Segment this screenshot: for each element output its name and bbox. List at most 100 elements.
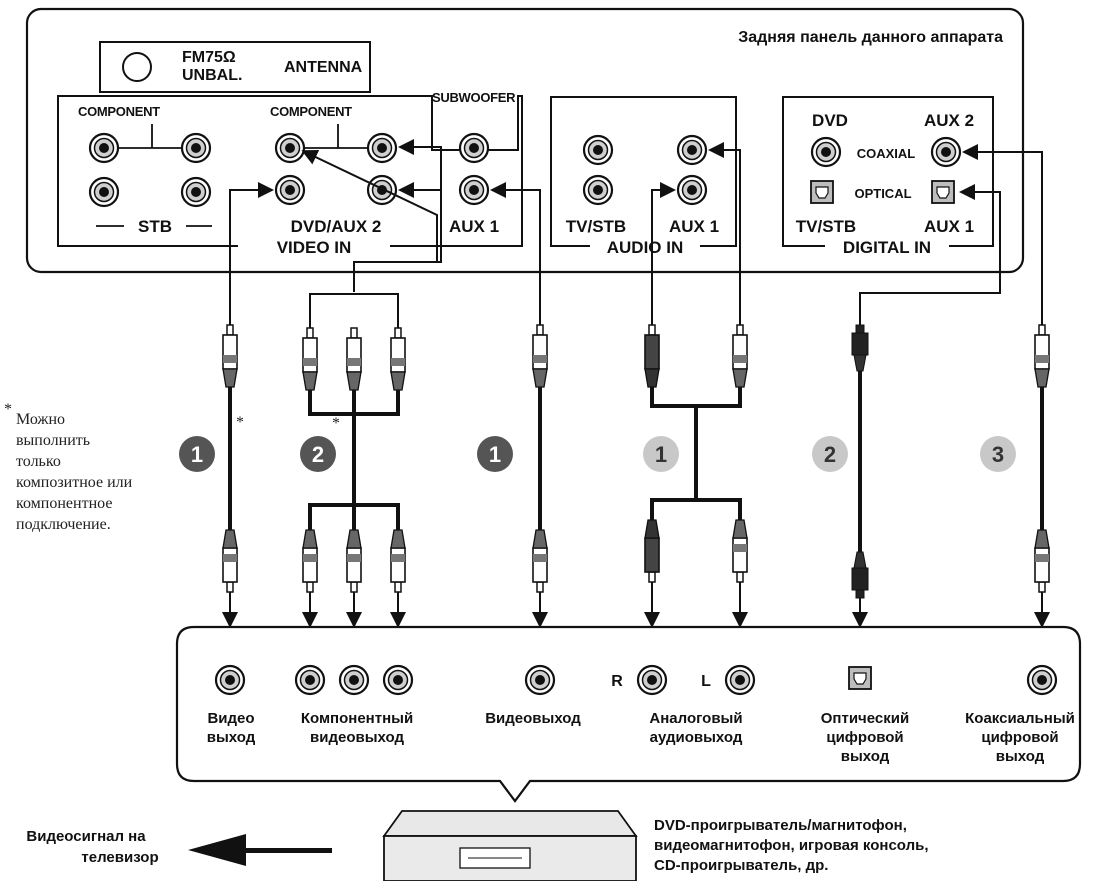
- stb-component-jack-3[interactable]: [88, 176, 120, 208]
- audio-aux1-r-jack[interactable]: [676, 174, 708, 206]
- audio-aux1-label: AUX 1: [669, 217, 719, 236]
- digital-aux1-label: AUX 1: [924, 217, 974, 236]
- badge-2-optical-text: 2: [824, 442, 836, 467]
- stb-label: STB: [138, 217, 172, 236]
- out-audio-l-jack[interactable]: [724, 664, 756, 696]
- tv-signal-arrow: [188, 834, 332, 866]
- tv-signal-label-1: Видеосигнал на: [26, 828, 146, 845]
- asterisk-video: *: [236, 414, 244, 431]
- plug-comp2-lower: [346, 529, 362, 593]
- device-caption-line-3: CD-проигрыватель, др.: [654, 857, 828, 874]
- coaxial-label: COAXIAL: [857, 146, 916, 161]
- out-optical-label-2: цифровой: [826, 729, 903, 746]
- badge-1-audio: [643, 436, 679, 472]
- antenna-fm-label: FM75Ω: [182, 49, 236, 66]
- aux1-video-jack[interactable]: [458, 174, 490, 206]
- digital-aux2-label: AUX 2: [924, 111, 974, 130]
- plug-video-upper: [222, 324, 238, 388]
- out-coaxial-jack[interactable]: [1026, 664, 1058, 696]
- out-video2-jack[interactable]: [524, 664, 556, 696]
- plug-optical-lower: [851, 551, 869, 599]
- out-video-label-1: Видео: [207, 710, 254, 727]
- plug-video2-upper: [532, 324, 548, 388]
- badge-2-component: [300, 436, 336, 472]
- optical-tvstb-jack[interactable]: [810, 180, 834, 204]
- dvd-aux2-label: DVD/AUX 2: [291, 217, 382, 236]
- footnote-asterisk: *: [4, 401, 12, 418]
- plug-comp1-lower: [302, 529, 318, 593]
- tv-signal-label-2: телевизор: [81, 849, 158, 866]
- plug-coax-upper: [1034, 324, 1050, 388]
- audio-tvstb-label: TV/STB: [566, 217, 626, 236]
- optical-label: OPTICAL: [854, 186, 911, 201]
- subwoofer-jack[interactable]: [458, 132, 490, 164]
- footnote-line-3: только: [16, 453, 61, 470]
- out-l-label: L: [701, 673, 711, 690]
- badge-1-video-text: 1: [191, 442, 203, 467]
- plug-audio-r-upper: [644, 324, 660, 388]
- plug-comp2-upper: [346, 327, 362, 391]
- asterisk-component: *: [332, 415, 340, 432]
- out-component-jack-1[interactable]: [294, 664, 326, 696]
- coaxial-aux2-jack[interactable]: [930, 136, 962, 168]
- plug-video-lower: [222, 529, 238, 593]
- subwoofer-label: SUBWOOFER: [432, 90, 516, 105]
- audio-aux1-l-jack[interactable]: [676, 134, 708, 166]
- out-analog-label-1: Аналоговый: [649, 710, 742, 727]
- dvd-component-jack-2[interactable]: [366, 132, 398, 164]
- out-audio-r-jack[interactable]: [636, 664, 668, 696]
- plug-video2-lower: [532, 529, 548, 593]
- out-analog-label-2: аудиовыход: [650, 729, 743, 746]
- out-optical-label-3: выход: [841, 748, 890, 765]
- plug-optical-upper: [851, 324, 869, 372]
- out-r-label: R: [611, 673, 623, 690]
- out-component-jack-3[interactable]: [382, 664, 414, 696]
- coaxial-dvd-jack[interactable]: [810, 136, 842, 168]
- dvd-component-jack-3[interactable]: [366, 174, 398, 206]
- rear-panel-title: Задняя панель данного аппарата: [738, 29, 1003, 46]
- footnote-line-5: компонентное: [16, 495, 112, 512]
- plug-audio-l-lower: [732, 519, 748, 583]
- dvd-component-jack-1[interactable]: [274, 132, 306, 164]
- badge-3-coaxial-text: 3: [992, 442, 1004, 467]
- audio-tvstb-l-jack[interactable]: [582, 174, 614, 206]
- out-optical-jack[interactable]: [848, 666, 872, 690]
- out-component-label-1: Компонентный: [301, 710, 413, 727]
- stb-component-jack-1[interactable]: [88, 132, 120, 164]
- digital-dvd-label: DVD: [812, 111, 848, 130]
- plug-comp1-upper: [302, 327, 318, 391]
- plug-comp3-upper: [390, 327, 406, 391]
- badge-3-coaxial: [980, 436, 1016, 472]
- out-component-label-2: видеовыход: [310, 729, 404, 746]
- device-caption-line-2: видеомагнитофон, игровая консоль,: [654, 837, 929, 854]
- antenna-connector: [122, 52, 152, 82]
- out-video-jack[interactable]: [214, 664, 246, 696]
- component-right-label: COMPONENT: [270, 104, 352, 119]
- plug-comp3-lower: [390, 529, 406, 593]
- antenna-label: ANTENNA: [284, 59, 363, 76]
- out-optical-label-1: Оптический: [821, 710, 909, 727]
- dvd-video-jack[interactable]: [274, 174, 306, 206]
- plug-coax-lower: [1034, 529, 1050, 593]
- video-in-box: [57, 95, 523, 247]
- out-coaxial-label-3: выход: [996, 748, 1045, 765]
- optical-aux1-jack[interactable]: [931, 180, 955, 204]
- badge-1-video: [179, 436, 215, 472]
- component-left-label: COMPONENT: [78, 104, 160, 119]
- input-wires: [229, 139, 1043, 325]
- footnote-line-1: Можно: [16, 411, 65, 428]
- badge-1-video2: [477, 436, 513, 472]
- badge-1-video2-text: 1: [489, 442, 501, 467]
- device-caption-line-1: DVD-проигрыватель/магнитофон,: [654, 817, 907, 834]
- antenna-unbal-label: UNBAL.: [182, 67, 242, 84]
- audio-in-label: AUDIO IN: [607, 238, 684, 257]
- out-coaxial-label-1: Коаксиальный: [965, 710, 1075, 727]
- stb-component-jack-2[interactable]: [180, 132, 212, 164]
- stb-component-jack-4[interactable]: [180, 176, 212, 208]
- out-video-label-2: выход: [207, 729, 256, 746]
- plug-audio-r-lower: [644, 519, 660, 583]
- audio-tvstb-r-jack[interactable]: [582, 134, 614, 166]
- out-video2-label: Видеовыход: [485, 710, 581, 727]
- out-component-jack-2[interactable]: [338, 664, 370, 696]
